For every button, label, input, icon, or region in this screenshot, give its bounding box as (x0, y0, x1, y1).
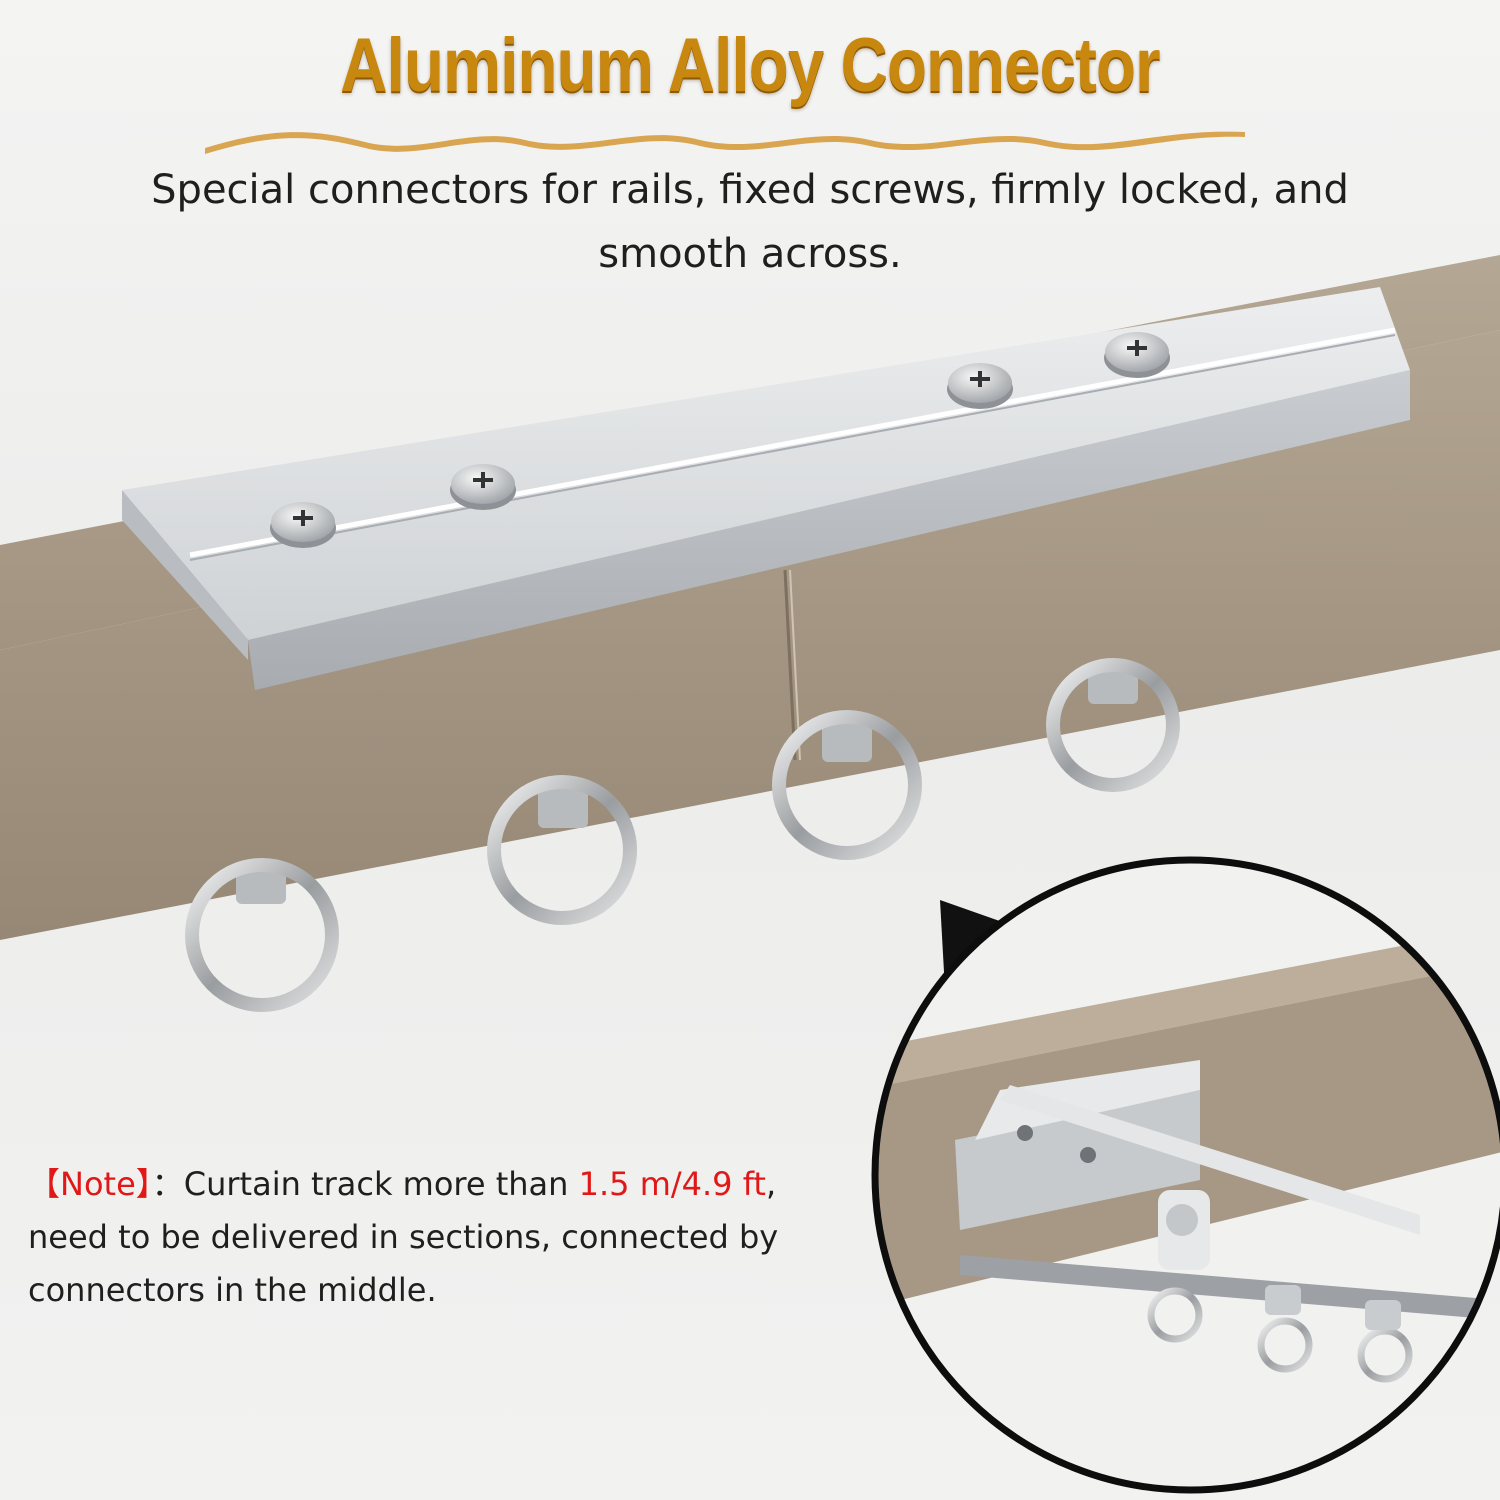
curtain-ring-icon (185, 858, 339, 1012)
curtain-ring-icon (772, 710, 922, 860)
note-text-after: , need to be delivered in sections, conn… (28, 1165, 779, 1309)
connector-plate-front (248, 370, 1410, 690)
connector-groove (189, 327, 1396, 558)
screw-icon (1104, 332, 1170, 378)
rail-joint-seam (783, 569, 797, 761)
note-highlight-length: 1.5 m/4.9 ft (578, 1165, 766, 1203)
detail-magnifier (871, 856, 1500, 1494)
curtain-ring-icon (487, 775, 637, 925)
screw-icon (450, 464, 516, 510)
screw-icon (947, 363, 1013, 409)
page-subtitle: Special connectors for rails, fixed scre… (151, 167, 1349, 277)
page-title: Aluminum Alloy Connector (340, 23, 1160, 108)
note-paragraph: 【Note】：Curtain track more than 1.5 m/4.9… (28, 1158, 848, 1317)
curtain-ring-icon (1046, 658, 1180, 792)
screw-icon (270, 502, 336, 548)
connector-plate-top (122, 287, 1410, 640)
note-text-before: ：Curtain track more than (151, 1165, 579, 1203)
title-wave-divider (205, 131, 1245, 154)
note-label: 【Note】 (28, 1165, 152, 1203)
